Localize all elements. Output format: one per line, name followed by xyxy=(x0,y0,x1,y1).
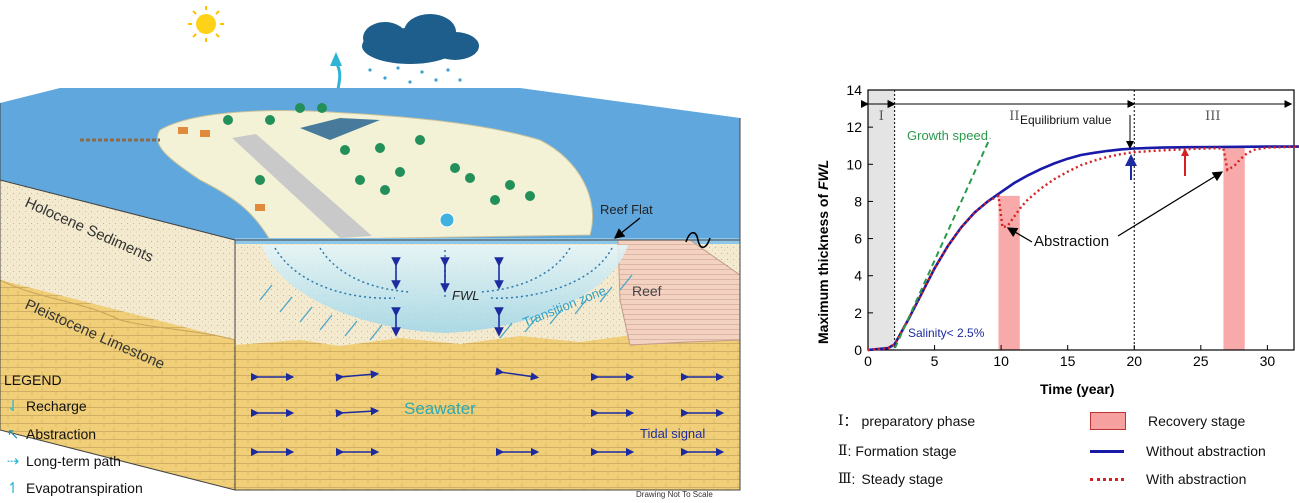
legend-without: Without abstraction xyxy=(1090,440,1266,462)
y-tick-label: 8 xyxy=(854,193,862,209)
legend-label: Long-term path xyxy=(26,452,121,469)
y-tick-label: 14 xyxy=(846,82,862,98)
growth-speed-label: Growth speed xyxy=(907,128,988,143)
phase-numeral: Ⅱ xyxy=(838,443,848,459)
legend-label: Evapotranspiration xyxy=(26,479,143,496)
plot-frame xyxy=(867,89,1295,351)
legend-title: LEGEND xyxy=(4,372,62,388)
x-tick-label: 10 xyxy=(993,353,1009,369)
y-tick-label: 12 xyxy=(846,119,862,135)
label-reef-flat: Reef Flat xyxy=(600,202,653,217)
equilibrium-label: Equilibrium value xyxy=(1020,113,1112,127)
legend-with: With abstraction xyxy=(1090,468,1246,490)
phase-text: preparatory phase xyxy=(861,413,976,429)
x-tick-label: 20 xyxy=(1126,353,1142,369)
phase-numeral: Ⅲ xyxy=(838,471,852,487)
series-with-abstraction xyxy=(867,145,1299,352)
legend-item-long-term-path: ⇢ Long-term path xyxy=(0,447,220,474)
phase-label: I xyxy=(879,109,884,124)
phase-numeral: Ⅰ xyxy=(838,413,844,429)
y-tick-label: 4 xyxy=(854,268,862,284)
legend-phase-1: Ⅰ ： preparatory phase xyxy=(838,410,975,432)
x-tick-label: 5 xyxy=(931,353,939,369)
legend-label: Recharge xyxy=(26,398,87,414)
legend-item-abstraction: ↖ Abstraction xyxy=(0,420,220,447)
x-axis-label: Time (year) xyxy=(1040,381,1114,397)
legend-item-recharge: ⇃ Recharge xyxy=(0,392,220,420)
recovery-band xyxy=(1223,147,1245,350)
evapotranspiration-icon: ↿ xyxy=(6,479,20,497)
abstraction-icon: ↖ xyxy=(6,425,20,443)
label-scale-note: Drawing Not To Scale xyxy=(636,490,713,499)
x-tick-label: 30 xyxy=(1260,353,1276,369)
legend-label: Abstraction xyxy=(26,425,97,442)
legend-series-label: With abstraction xyxy=(1146,471,1247,487)
recovery-swatch xyxy=(1090,412,1126,430)
dotted-line-swatch xyxy=(1090,477,1124,481)
solid-line-swatch xyxy=(1090,449,1124,453)
legend-phase-3: Ⅲ : Steady stage xyxy=(838,468,943,490)
x-tick-label: 15 xyxy=(1060,353,1076,369)
salinity-label: Salinity< 2.5% xyxy=(908,326,985,340)
legend-recovery: Recovery stage xyxy=(1090,410,1245,432)
x-tick-label: 25 xyxy=(1193,353,1209,369)
y-tick-label: 2 xyxy=(854,305,862,321)
label-tidal-signal: Tidal signal xyxy=(640,426,705,441)
label-fwl: FWL xyxy=(452,288,479,303)
legend-phase-2: Ⅱ : Formation stage xyxy=(838,440,957,462)
label-reef: Reef xyxy=(632,283,662,299)
phase-sep: : xyxy=(847,443,852,459)
label-seawater: Seawater xyxy=(404,399,476,418)
y-tick-label: 0 xyxy=(854,342,862,358)
diagram-legend: LEGEND ⇃ Recharge ↖ Abstraction ⇢ Long-t… xyxy=(0,372,220,501)
phase-text: Formation stage xyxy=(855,443,957,459)
phase-sep: : xyxy=(851,471,856,487)
legend-item-evapotranspiration: ↿ Evapotranspiration xyxy=(0,474,220,501)
growth-speed-line xyxy=(894,137,991,349)
y-axis-label: Maximum thickness of FWL xyxy=(815,160,831,344)
abstraction-label: Abstraction xyxy=(1034,233,1109,250)
recharge-icon: ⇃ xyxy=(6,398,20,415)
phase-one-shade xyxy=(868,90,895,350)
x-tick-label: 0 xyxy=(864,353,872,369)
legend-series-label: Recovery stage xyxy=(1148,413,1246,429)
phase-label: III xyxy=(1205,109,1220,124)
long-term-path-icon: ⇢ xyxy=(6,452,20,470)
sun-icon xyxy=(188,6,224,42)
y-tick-label: 6 xyxy=(854,231,862,247)
phase-sep: ： xyxy=(843,413,858,429)
rain-cloud-icon xyxy=(362,14,479,98)
y-tick-label: 10 xyxy=(846,156,862,172)
phase-text: Steady stage xyxy=(861,471,944,487)
island-block-diagram: Holocene Sediments Pleistocene Limestone… xyxy=(0,6,741,499)
series-without-abstraction xyxy=(867,145,1299,352)
phase-label: II xyxy=(1009,109,1019,124)
legend-series-label: Without abstraction xyxy=(1146,443,1266,459)
